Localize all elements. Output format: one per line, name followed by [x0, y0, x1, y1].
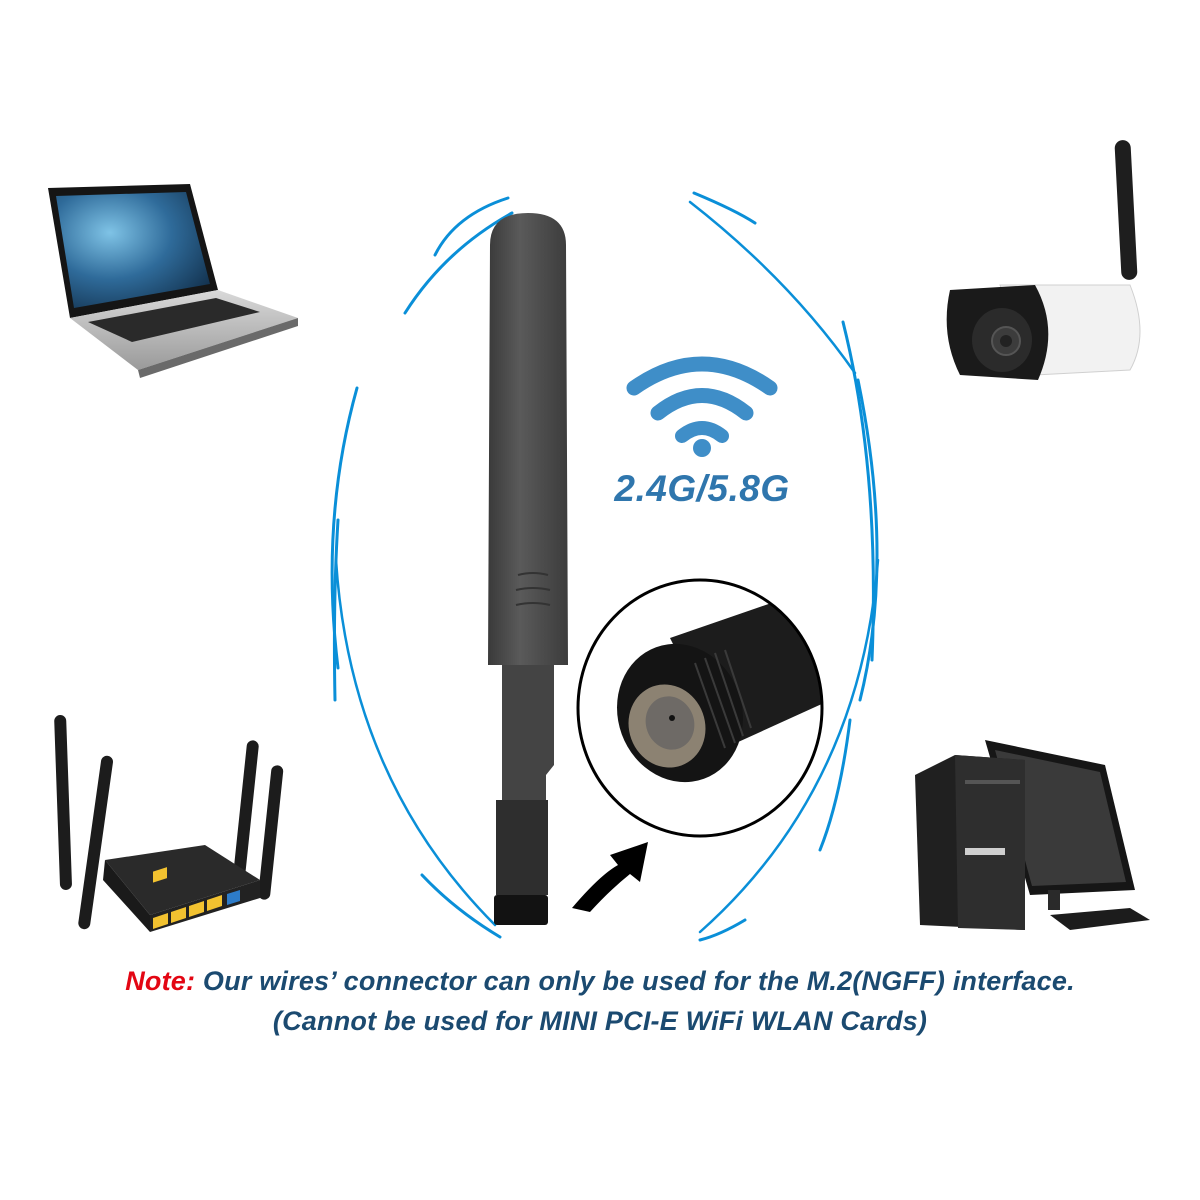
wifi-icon	[622, 348, 782, 463]
note-text-line-2: (Cannot be used for MINI PCI-E WiFi WLAN…	[272, 1006, 928, 1036]
note-label: Note:	[125, 966, 196, 996]
note-text-line-1: Our wires’ connector can only be used fo…	[202, 966, 1075, 996]
desktop-computer-image	[900, 730, 1180, 940]
router-image	[35, 710, 295, 940]
curved-arrow-icon	[570, 820, 660, 920]
connector-closeup-inset	[575, 578, 825, 843]
laptop-image	[40, 180, 310, 380]
compatibility-note-line-2: (Cannot be used for MINI PCI-E WiFi WLAN…	[0, 1006, 1200, 1037]
antenna-image	[488, 205, 568, 930]
compatibility-note-line-1: Note: Our wires’ connector can only be u…	[0, 966, 1200, 997]
frequency-band-label: 2.4G/5.8G	[614, 468, 790, 509]
security-camera-image	[940, 135, 1150, 385]
